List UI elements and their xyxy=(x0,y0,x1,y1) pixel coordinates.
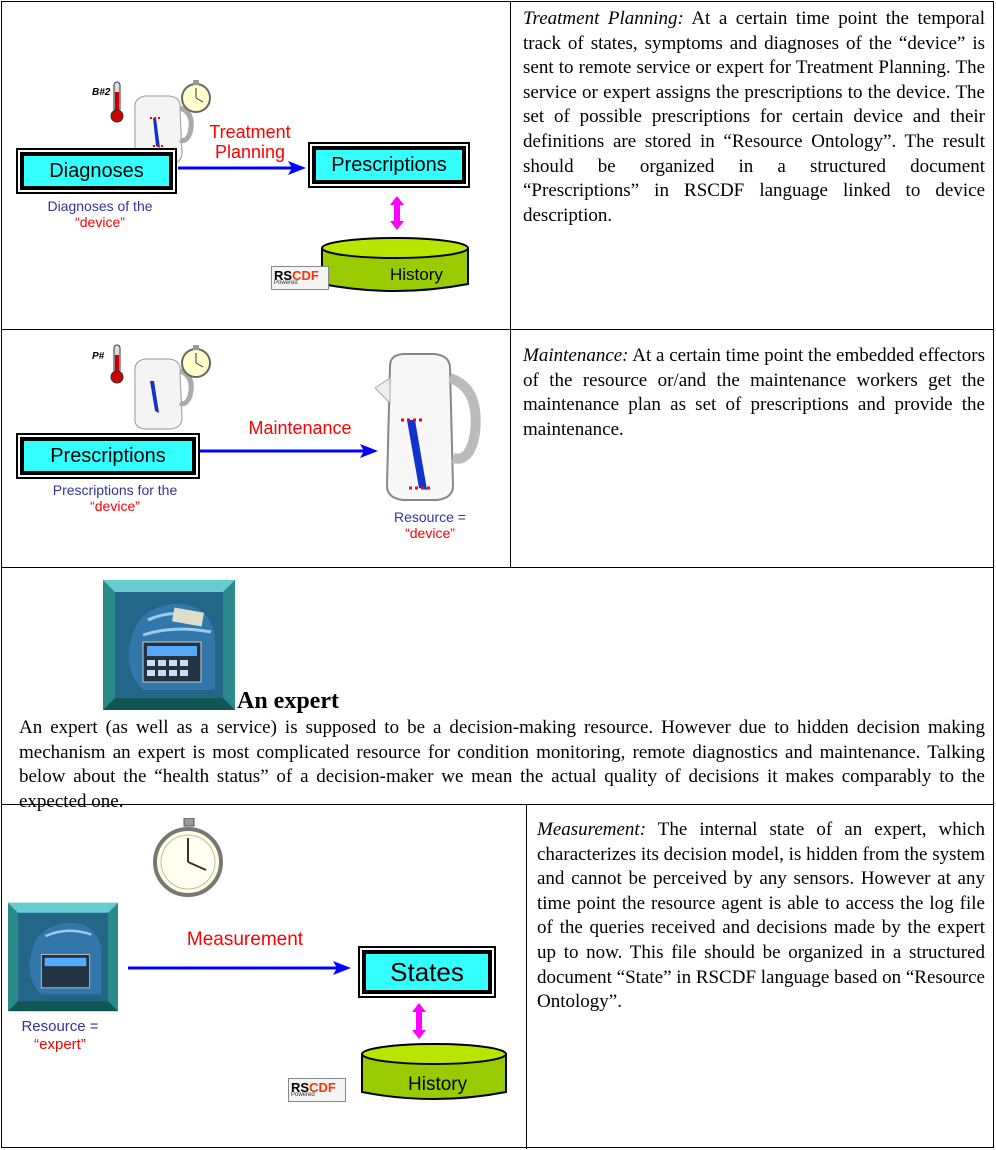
column-divider xyxy=(510,1,511,567)
measurement-body: The internal state of an expert, which c… xyxy=(537,819,985,1013)
resource-expert-caption: Resource = “expert” xyxy=(5,1018,115,1054)
treatment-planning-heading: Treatment Planning: xyxy=(523,8,684,29)
kettle-sensor-icon: P# xyxy=(92,344,211,430)
maintenance-body: At a certain time point the embedded eff… xyxy=(523,345,985,440)
prescriptions-source-box: Prescriptions xyxy=(18,435,198,477)
treatment-label-line1: Treatment xyxy=(209,122,291,142)
history-label: History xyxy=(408,1074,468,1095)
resource-device-caption: Resource = “device” xyxy=(380,509,480,541)
kettle-icon xyxy=(374,353,481,501)
measurement-heading: Measurement: xyxy=(537,819,647,840)
measurement-text: Measurement: The internal state of an ex… xyxy=(537,818,985,1015)
rscdf-logo: RSCDF Powered xyxy=(288,1078,346,1102)
kettle-sensor-icon: B#2 xyxy=(92,80,211,165)
diagnoses-box: Diagnoses xyxy=(18,150,175,192)
resource-expert-line2: “expert” xyxy=(34,1036,86,1053)
resource-device-line1: Resource = xyxy=(394,509,466,525)
stopwatch-icon xyxy=(153,818,223,897)
prescriptions-caption-line2: “device” xyxy=(90,498,140,514)
expert-title: An expert xyxy=(237,688,339,714)
rscdf-logo-a: RS xyxy=(291,1080,310,1095)
history-label: History xyxy=(390,265,443,284)
treatment-planning-body: At a certain time point the temporal tra… xyxy=(523,8,986,226)
history-db-icon xyxy=(361,1043,507,1100)
column-divider xyxy=(526,804,527,1149)
diagnoses-caption: Diagnoses of the “device” xyxy=(20,198,180,230)
prescriptions-box: Prescriptions xyxy=(310,144,468,186)
states-box: States xyxy=(360,948,494,996)
treatment-arrow-label: Treatment Planning xyxy=(205,122,295,162)
rscdf-logo-sub: Powered xyxy=(291,1092,315,1098)
prescriptions-caption: Prescriptions for the “device” xyxy=(30,482,200,514)
resource-expert-line1: Resource = xyxy=(21,1018,99,1035)
double-arrow-icon xyxy=(390,196,404,230)
treatment-planning-text: Treatment Planning: At a certain time po… xyxy=(523,7,985,228)
diagnoses-caption-line2: “device” xyxy=(75,214,125,230)
sensor-tag: P# xyxy=(92,351,105,362)
row-divider xyxy=(1,567,994,568)
treatment-arrow xyxy=(178,161,306,175)
maintenance-heading: Maintenance: xyxy=(523,345,629,366)
rscdf-logo-sub: Powered xyxy=(274,280,298,286)
maintenance-arrow xyxy=(200,444,378,458)
prescriptions-caption-line1: Prescriptions for the xyxy=(52,482,178,498)
resource-device-line2: “device” xyxy=(405,525,455,541)
rscdf-logo-b: CDF xyxy=(309,1080,336,1095)
measurement-arrow xyxy=(128,961,351,975)
rscdf-logo-b: CDF xyxy=(292,268,319,283)
maintenance-arrow-label: Maintenance xyxy=(248,418,352,438)
row-divider xyxy=(1,329,994,330)
rscdf-logo: RSCDF Powered xyxy=(271,266,329,290)
maintenance-text: Maintenance: At a certain time point the… xyxy=(523,344,985,442)
diagnoses-caption-line1: Diagnoses of the xyxy=(47,198,153,214)
double-arrow-icon xyxy=(412,1003,426,1039)
expert-head-icon xyxy=(103,580,235,710)
expert-resource-icon xyxy=(8,902,118,1012)
history-db-icon xyxy=(321,237,469,292)
measurement-arrow-label: Measurement xyxy=(186,929,304,950)
rscdf-logo-a: RS xyxy=(274,268,293,283)
treatment-label-line2: Planning xyxy=(214,142,286,162)
sensor-tag: B#2 xyxy=(92,87,111,98)
row-divider xyxy=(1,804,994,805)
expert-paragraph: An expert (as well as a service) is supp… xyxy=(19,717,985,812)
